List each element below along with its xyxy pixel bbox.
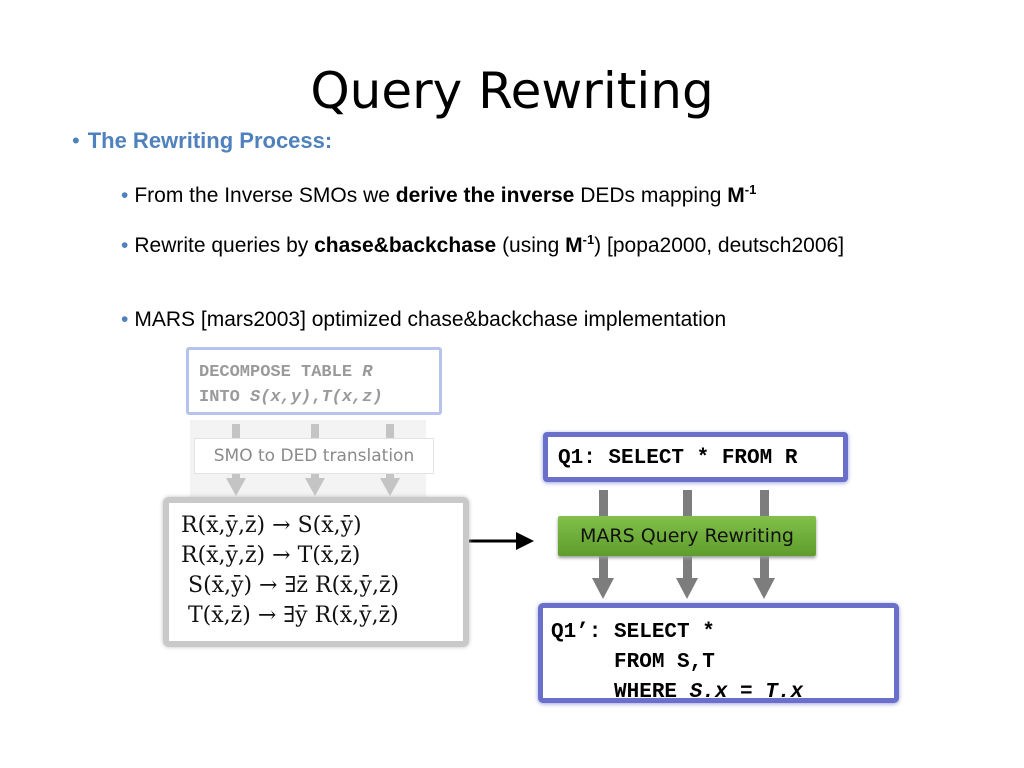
- slide-title: Query Rewriting: [310, 62, 714, 120]
- mars-query-rewriting-label: MARS Query Rewriting: [558, 516, 816, 556]
- into-keyword: INTO: [199, 388, 251, 407]
- query-q1-box: Q1: SELECT * FROM R: [543, 432, 848, 482]
- ded-rule: T(x̄,z̄) → ∃ȳ R(x̄,ȳ,z̄): [181, 603, 399, 628]
- ded-rule: R(x̄,ȳ,z̄) → S(x̄,ȳ): [181, 513, 362, 538]
- ded-rule: R(x̄,ȳ,z̄) → T(x̄,z̄): [181, 543, 361, 568]
- decompose-smo-box: DECOMPOSE TABLE R INTO S(x,y),T(x,z): [186, 347, 442, 415]
- bullet-text: ) [popa2000, deutsch2006]: [594, 234, 845, 257]
- bullet-text: MARS [mars2003] optimized chase&backchas…: [134, 308, 727, 331]
- bullet-dot-icon: •: [121, 234, 129, 257]
- table-r: R: [362, 363, 373, 382]
- bullet-text: (using: [496, 234, 566, 257]
- bullet-bold: M: [565, 234, 583, 257]
- bullet-sup: -1: [582, 232, 595, 247]
- smo-to-ded-label: SMO to DED translation: [194, 438, 434, 474]
- bullet-bold: M: [727, 184, 745, 207]
- bullet-rewrite-queries: •Rewrite queries by chase&backchase (usi…: [121, 225, 861, 261]
- bullet-derive-inverse: •From the Inverse SMOs we derive the inv…: [121, 175, 881, 211]
- bullet-mars: •MARS [mars2003] optimized chase&backcha…: [121, 305, 881, 335]
- bullet-text: From the Inverse SMOs we: [134, 184, 396, 207]
- bullet-bold: derive the inverse: [395, 184, 575, 207]
- where-keyword: WHERE: [551, 681, 690, 704]
- query-q1-text: Q1: SELECT * FROM R: [558, 447, 798, 470]
- query-q1-prime-box: Q1’: SELECT * FROM S,T WHERE S.x = T.x: [538, 603, 899, 704]
- ded-rule: S(x̄,ȳ) → ∃z̄ R(x̄,ȳ,z̄): [181, 573, 400, 598]
- q1p-line-2: FROM S,T: [551, 651, 715, 674]
- table-t-args: (x,z): [331, 388, 383, 407]
- right-arrow-icon: [468, 532, 534, 550]
- table-s: S: [250, 388, 261, 407]
- bullet-bold: chase&backchase: [314, 234, 497, 257]
- bullet-sup: -1: [744, 182, 757, 197]
- level1-text: The Rewriting Process:: [87, 128, 333, 153]
- table-s-args: (x,y): [260, 388, 312, 407]
- table-t: T: [321, 388, 332, 407]
- q1p-line-1: Q1’: SELECT *: [551, 621, 715, 644]
- bullet-dot-icon: •: [121, 184, 129, 207]
- bullet-dot-icon: •: [121, 308, 129, 331]
- bullet-text: Rewrite queries by: [134, 234, 315, 257]
- decompose-line-2: INTO S(x,y),T(x,z): [199, 385, 429, 410]
- bullet-level1: • The Rewriting Process:: [72, 128, 332, 154]
- decompose-keyword: DECOMPOSE TABLE: [199, 363, 363, 382]
- bullet-dot-icon: •: [72, 128, 80, 153]
- bullet-text: DEDs mapping: [574, 184, 728, 207]
- decompose-line-1: DECOMPOSE TABLE R: [199, 360, 429, 385]
- where-expression: S.x = T.x: [689, 681, 804, 704]
- comma: ,: [311, 388, 322, 407]
- q1p-line-3: WHERE S.x = T.x: [551, 678, 886, 708]
- ded-mapping-box: R(x̄,ȳ,z̄) → S(x̄,ȳ) R(x̄,ȳ,z̄) → T(x̄,z…: [163, 497, 469, 647]
